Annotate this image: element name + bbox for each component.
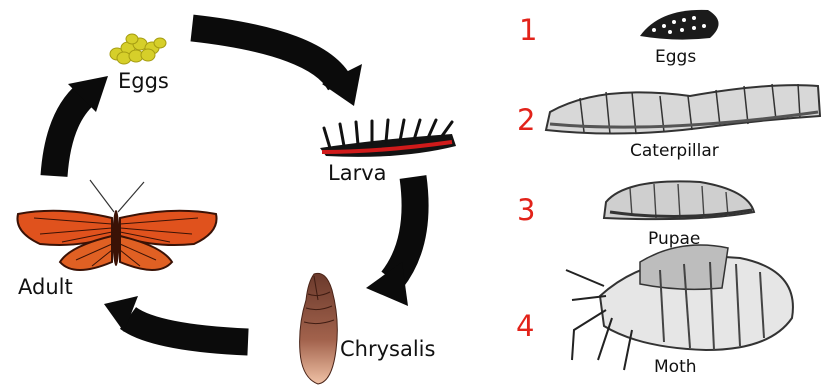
cycle-panel: Eggs Larva Chrysalis Adult: [17, 28, 456, 384]
cycle-arrow-eggs-to-larva: [192, 28, 362, 106]
stage-2-caterpillar: 2 Caterpillar: [517, 84, 820, 161]
stages-panel: 1 Eggs 2: [516, 10, 820, 377]
stage-number: 4: [516, 309, 534, 343]
cycle-label-adult: Adult: [18, 275, 73, 299]
pupa-icon: [604, 181, 754, 219]
stage-number: 3: [517, 193, 535, 227]
chrysalis-icon: [300, 273, 338, 384]
stage-label: Eggs: [655, 47, 696, 67]
cycle-label-larva: Larva: [328, 161, 387, 185]
cycle-label-eggs: Eggs: [118, 69, 169, 93]
cycle-arrow-larva-to-chrysalis: [366, 177, 415, 306]
larva-icon: [320, 120, 456, 157]
stage-4-moth: 4 Moth: [516, 245, 793, 377]
caterpillar-icon: [546, 84, 820, 134]
stage-number: 2: [517, 103, 535, 137]
cycle-arrow-adult-to-eggs: [54, 76, 108, 176]
cycle-label-chrysalis: Chrysalis: [340, 337, 435, 361]
egg-cluster-icon: [110, 34, 166, 64]
stage-3-pupae: 3 Pupae: [517, 181, 754, 249]
moth-icon: [566, 245, 793, 370]
stage-number: 1: [519, 13, 537, 47]
butterfly-icon: [17, 180, 216, 270]
cycle-arrow-chrysalis-to-adult: [104, 296, 248, 342]
stage-label: Caterpillar: [630, 141, 719, 161]
stage-label: Moth: [654, 357, 697, 377]
stage-1-eggs: 1 Eggs: [519, 10, 719, 67]
moth-eggs-icon: [640, 10, 719, 40]
